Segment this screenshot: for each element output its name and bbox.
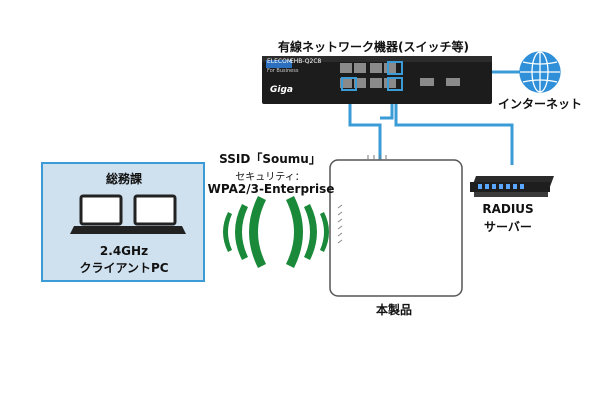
ssid-label: SSID「Soumu」	[219, 152, 321, 166]
switch-title: 有線ネットワーク機器(スイッチ等)	[278, 40, 469, 54]
globe-icon	[519, 51, 561, 93]
radius-label: RADIUS	[482, 202, 534, 216]
dept-title: 総務課	[106, 172, 143, 186]
switch-model: EHB-Q2C8	[290, 58, 322, 65]
wifi-waves-right	[286, 196, 329, 268]
internet-label: インターネット	[498, 97, 583, 111]
server-icon	[470, 176, 554, 197]
ap-label: 本製品	[376, 303, 413, 317]
radius-server-label: サーバー	[484, 220, 532, 234]
cable-switch-to-ap-1	[348, 86, 382, 160]
network-switch	[262, 56, 492, 104]
cable-switch-to-radius	[394, 86, 514, 165]
client-band: 2.4GHz	[99, 244, 149, 258]
security-label: セキュリティ：	[235, 172, 305, 183]
wifi-waves-left	[223, 196, 266, 268]
switch-series: Giga	[270, 85, 293, 95]
switch-ports	[340, 63, 460, 88]
switch-port-highlight-1	[341, 77, 357, 91]
security-value: WPA2/3-Enterprise	[207, 182, 335, 196]
switch-brand: ELECOM	[267, 58, 293, 65]
switch-tagline: For Business	[267, 68, 299, 74]
dept-box	[41, 162, 205, 282]
laptop-icon	[70, 194, 132, 234]
switch-brand-badge	[266, 60, 292, 68]
client-label: クライアントPC	[79, 261, 169, 275]
switch-port-highlight-3	[387, 77, 403, 91]
ap-status-leds	[337, 204, 343, 244]
switch-port-highlight-2	[387, 61, 403, 75]
laptop-icon	[124, 194, 186, 234]
access-point-device	[329, 155, 463, 297]
